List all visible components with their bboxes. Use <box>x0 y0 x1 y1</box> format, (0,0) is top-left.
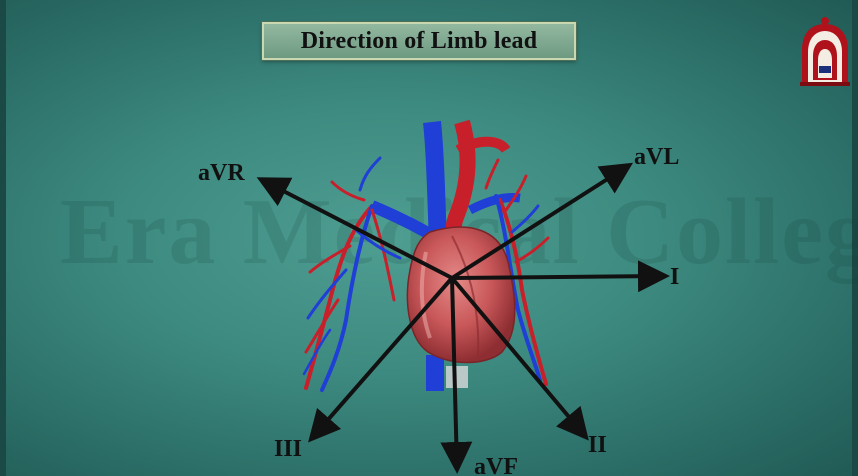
label-avf: aVF <box>474 454 518 476</box>
label-i: I <box>670 264 679 290</box>
arrow-i <box>452 276 664 278</box>
inferior-vena-cava <box>426 355 444 391</box>
aortic-arch <box>458 142 506 150</box>
arrow-avl <box>452 166 628 278</box>
label-avl: aVL <box>634 144 679 170</box>
label-iii: III <box>274 436 302 462</box>
inferior-stub <box>446 366 468 388</box>
label-avr: aVR <box>198 160 245 186</box>
title-banner: Direction of Limb lead <box>262 22 576 60</box>
college-emblem-icon <box>796 16 854 88</box>
label-ii: II <box>588 432 607 458</box>
superior-vena-cava <box>432 122 438 240</box>
slide-title: Direction of Limb lead <box>301 28 538 55</box>
